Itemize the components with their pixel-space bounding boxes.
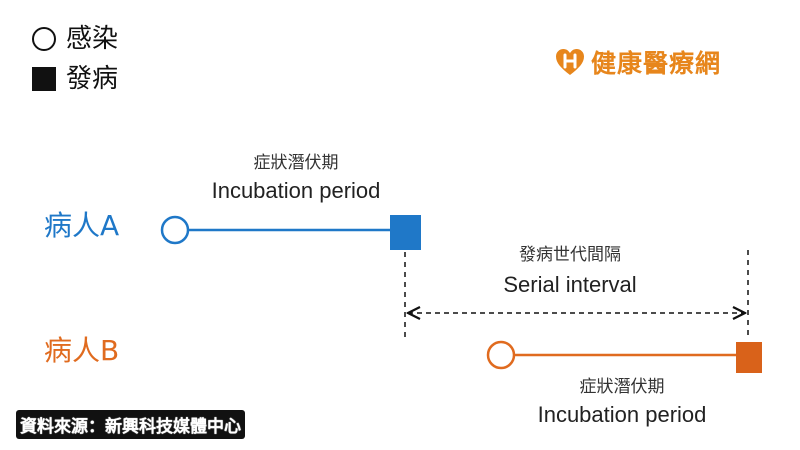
legend-onset-label: 發病: [66, 64, 119, 94]
onset-square-icon: [32, 67, 56, 91]
patient-a-caption-en: Incubation period: [211, 178, 381, 203]
patient-a-label: 病人A: [44, 209, 120, 242]
legend-onset: 發病: [32, 66, 118, 92]
serial-interval-caption-en: Serial interval: [503, 272, 637, 297]
logo-text: 健康醫療網: [591, 49, 722, 78]
serial-interval-caption-zh: 發病世代間隔: [519, 245, 621, 265]
heart-h-icon: [556, 49, 584, 75]
legend-infection: 感染: [32, 26, 118, 52]
site-logo: 健康醫療網: [555, 44, 721, 80]
patient-b-caption-zh: 症狀潛伏期: [579, 377, 665, 397]
patient-a-caption-zh: 症狀潛伏期: [253, 153, 339, 173]
patient-b-label: 病人B: [44, 334, 120, 367]
patient-a-onset-marker: [390, 215, 421, 250]
patient-a-infection-marker: [160, 215, 190, 245]
patient-b-infection-marker: [486, 340, 516, 370]
patient-b-onset-marker: [736, 342, 762, 373]
infection-circle-icon: [32, 27, 56, 51]
source-credit: 資料來源：新興科技媒體中心: [16, 410, 245, 439]
legend-infection-label: 感染: [66, 24, 119, 54]
patient-b-caption-en: Incubation period: [537, 402, 707, 427]
